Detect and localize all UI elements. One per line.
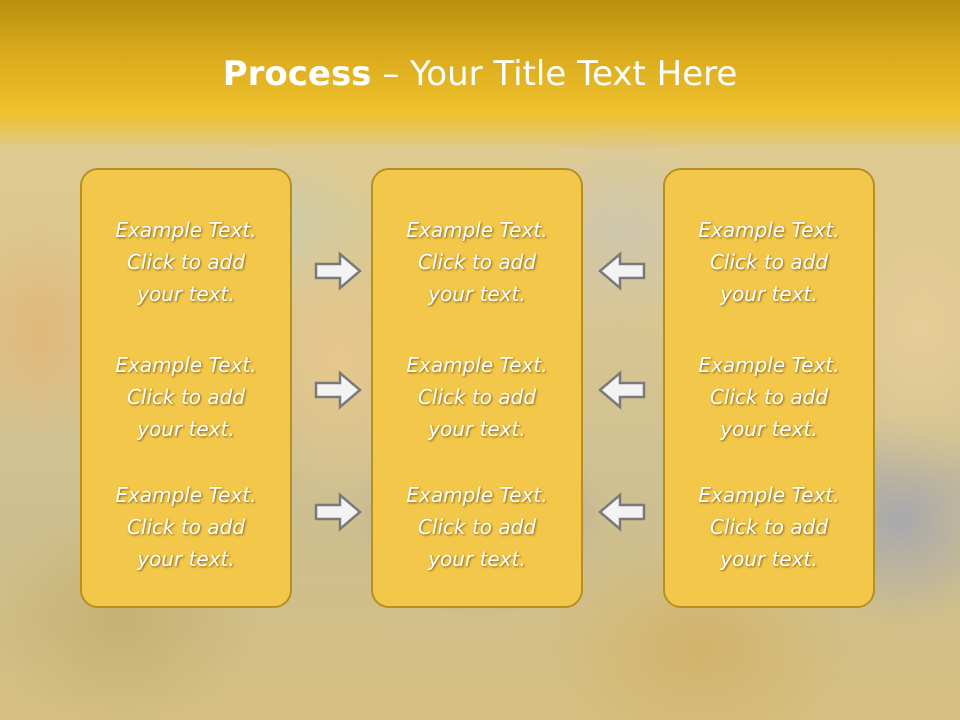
text-line: Example Text. <box>115 483 257 507</box>
slide-title[interactable]: Process – Your Title Text Here <box>0 52 960 96</box>
text-item[interactable]: Example Text. Click to add your text. <box>665 479 873 575</box>
arrow-left-icon <box>598 251 646 291</box>
text-item[interactable]: Example Text. Click to add your text. <box>82 214 290 310</box>
text-line: your text. <box>720 547 818 571</box>
arrow-left-icon <box>598 492 646 532</box>
process-box-center[interactable]: Example Text. Click to add your text. Ex… <box>371 168 583 608</box>
text-line: your text. <box>428 547 526 571</box>
text-line: Click to add <box>126 250 246 274</box>
text-line: your text. <box>720 417 818 441</box>
text-line: Example Text. <box>698 353 840 377</box>
text-line: Click to add <box>709 250 829 274</box>
text-item[interactable]: Example Text. Click to add your text. <box>665 214 873 310</box>
process-box-right[interactable]: Example Text. Click to add your text. Ex… <box>663 168 875 608</box>
arrow-right-icon <box>314 370 362 410</box>
text-item[interactable]: Example Text. Click to add your text. <box>373 479 581 575</box>
text-line: Example Text. <box>406 483 548 507</box>
text-item[interactable]: Example Text. Click to add your text. <box>82 479 290 575</box>
text-line: Example Text. <box>698 483 840 507</box>
text-line: Click to add <box>709 515 829 539</box>
arrow-left-icon <box>598 370 646 410</box>
text-item[interactable]: Example Text. Click to add your text. <box>82 349 290 445</box>
text-line: Click to add <box>417 385 537 409</box>
text-line: your text. <box>720 282 818 306</box>
title-band <box>0 0 960 150</box>
text-line: Example Text. <box>406 353 548 377</box>
text-line: Example Text. <box>406 218 548 242</box>
text-line: Example Text. <box>115 353 257 377</box>
arrow-right-icon <box>314 251 362 291</box>
text-item[interactable]: Example Text. Click to add your text. <box>373 214 581 310</box>
arrow-right-icon <box>314 492 362 532</box>
text-line: Click to add <box>126 515 246 539</box>
text-line: Click to add <box>126 385 246 409</box>
text-line: your text. <box>137 282 235 306</box>
text-line: Example Text. <box>115 218 257 242</box>
text-item[interactable]: Example Text. Click to add your text. <box>665 349 873 445</box>
title-rest: – Your Title Text Here <box>371 54 738 94</box>
text-item[interactable]: Example Text. Click to add your text. <box>373 349 581 445</box>
text-line: Click to add <box>417 250 537 274</box>
text-line: your text. <box>428 282 526 306</box>
title-strong: Process <box>222 54 372 94</box>
text-line: Click to add <box>709 385 829 409</box>
process-box-left[interactable]: Example Text. Click to add your text. Ex… <box>80 168 292 608</box>
text-line: your text. <box>137 417 235 441</box>
text-line: Click to add <box>417 515 537 539</box>
text-line: your text. <box>137 547 235 571</box>
text-line: your text. <box>428 417 526 441</box>
text-line: Example Text. <box>698 218 840 242</box>
